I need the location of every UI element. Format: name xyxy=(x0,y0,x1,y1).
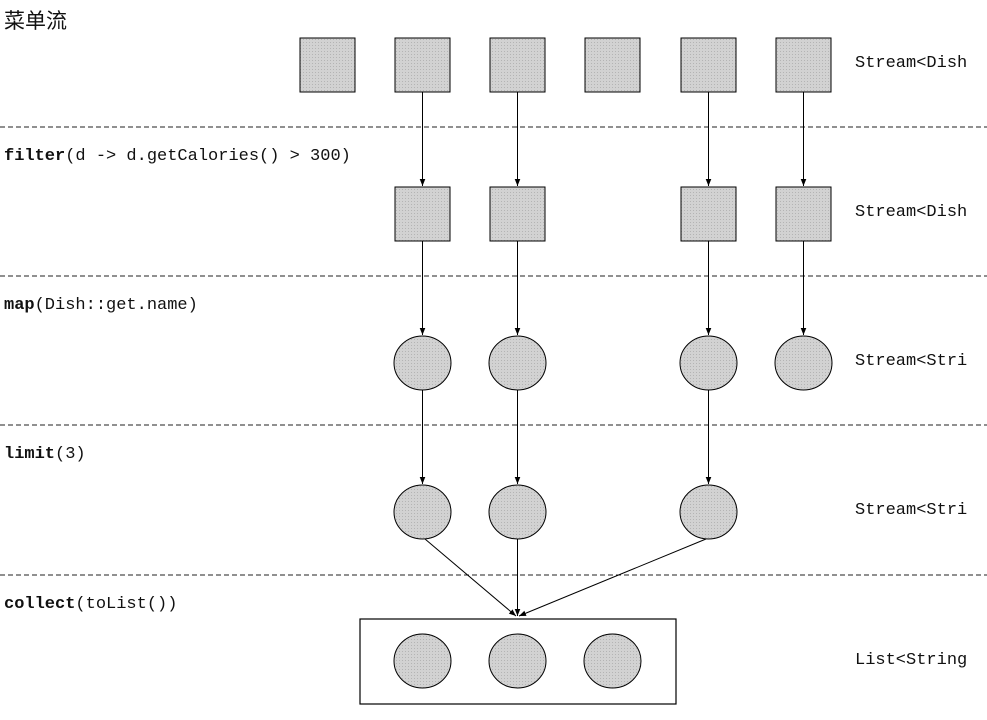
dish-element xyxy=(584,37,641,93)
filtered-dish-element xyxy=(394,186,451,242)
dish-element xyxy=(680,37,737,93)
name-element xyxy=(488,335,547,391)
limited-name-element xyxy=(679,484,738,540)
filtered-dish-element xyxy=(775,186,832,242)
map-operation-label: map(Dish::get.name) xyxy=(4,296,198,315)
op-args: (d -> d.getCalories() > 300) xyxy=(65,147,351,166)
flow-arrow xyxy=(518,538,707,617)
dish-element xyxy=(299,37,356,93)
list-item-element xyxy=(488,633,547,689)
op-args: (Dish::get.name) xyxy=(34,296,198,315)
dish-element xyxy=(775,37,832,93)
filtered-dish-element xyxy=(680,186,737,242)
list-item-element xyxy=(393,633,452,689)
limited-name-element xyxy=(488,484,547,540)
stage-type-label-5: List<String xyxy=(855,651,968,670)
stage-type-label-3: Stream<Stri xyxy=(855,352,968,371)
flow-arrow xyxy=(424,538,517,617)
stage-type-label-1: Stream<Dish xyxy=(855,54,968,73)
dish-element xyxy=(394,37,451,93)
op-name: filter xyxy=(4,147,66,166)
op-name: collect xyxy=(4,595,76,614)
name-element xyxy=(679,335,738,391)
op-args: (3) xyxy=(55,445,86,464)
stage-type-label-4: Stream<Stri xyxy=(855,501,968,520)
filtered-dish-element xyxy=(489,186,546,242)
name-element xyxy=(393,335,452,391)
name-element xyxy=(774,335,833,391)
dish-element xyxy=(489,37,546,93)
limited-name-element xyxy=(393,484,452,540)
op-name: limit xyxy=(4,445,56,464)
op-name: map xyxy=(4,296,35,315)
filter-operation-label: filter(d -> d.getCalories() > 300) xyxy=(4,147,351,166)
collect-operation-label: collect(toList()) xyxy=(4,595,177,614)
op-args: (toList()) xyxy=(75,595,178,614)
stage-type-label-2: Stream<Dish xyxy=(855,203,968,222)
diagram-title: 菜单流 xyxy=(4,9,67,33)
limit-operation-label: limit(3) xyxy=(4,445,86,464)
list-item-element xyxy=(583,633,642,689)
